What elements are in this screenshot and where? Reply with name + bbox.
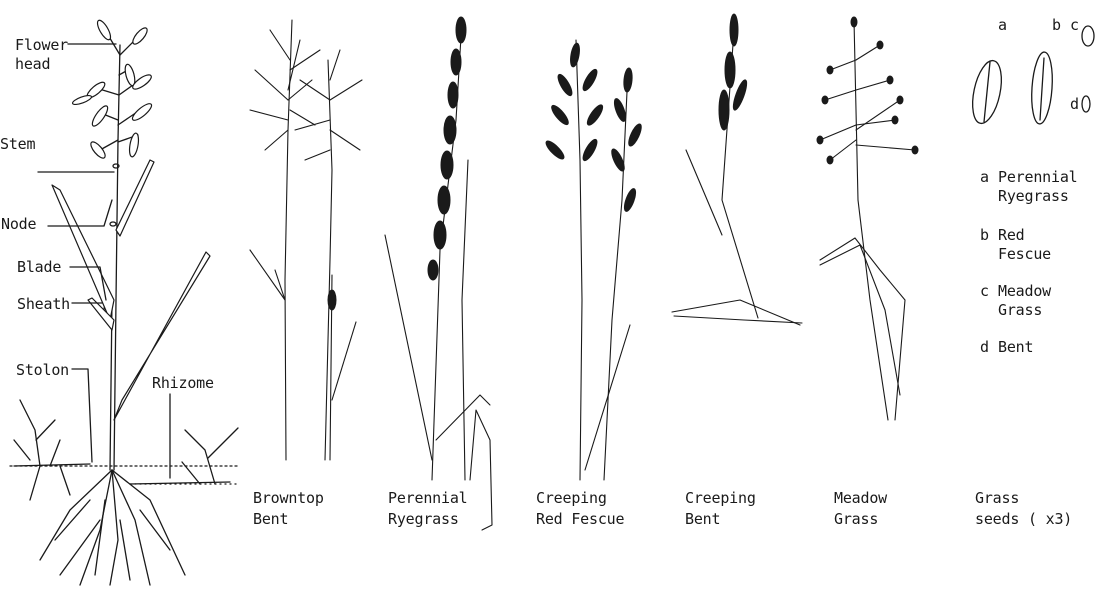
legend-name: Meadow Grass: [998, 282, 1051, 320]
meadow-grass-plant: [820, 20, 915, 420]
legend-item: a Perennial Ryegrass: [980, 168, 1096, 226]
label-node: Node: [1, 215, 36, 234]
label-rhizome: Rhizome: [152, 374, 214, 393]
perennial-ryegrass-plant: [330, 20, 492, 530]
seed-tag-b: b: [1052, 16, 1061, 35]
legend-name: Bent: [998, 338, 1033, 357]
caption-meadow-grass: Meadow Grass: [834, 488, 887, 530]
legend-item: d Bent: [980, 338, 1096, 368]
seed-tag-d: d: [1070, 95, 1079, 114]
legend-key: a: [980, 168, 989, 187]
seed-legend: a Perennial Ryegrass b Red Fescue c Mead…: [980, 168, 1096, 368]
legend-item: c Meadow Grass: [980, 282, 1096, 338]
browntop-bent-plant: [250, 20, 362, 460]
label-stolon: Stolon: [16, 361, 69, 380]
label-flower-head: Flower head: [15, 36, 68, 74]
legend-key: c: [980, 282, 989, 301]
label-blade: Blade: [17, 258, 61, 277]
caption-creeping-red-fescue: Creeping Red Fescue: [536, 488, 624, 530]
ryegrass-spike: [328, 17, 466, 310]
bent-panicle: [719, 14, 749, 130]
legend-name: Red Fescue: [998, 226, 1051, 264]
creeping-bent-plant: [672, 30, 802, 325]
legend-name: Perennial Ryegrass: [998, 168, 1077, 206]
legend-key: b: [980, 226, 989, 245]
label-stem: Stem: [0, 135, 35, 154]
meadow-spikelets: [817, 17, 918, 164]
legend-item: b Red Fescue: [980, 226, 1096, 282]
seed-d-icon: [1082, 96, 1090, 112]
seed-c-icon: [1082, 26, 1094, 46]
fescue-panicle: [544, 42, 644, 212]
seed-tag-a: a: [998, 16, 1007, 35]
caption-creeping-bent: Creeping Bent: [685, 488, 756, 530]
label-sheath: Sheath: [17, 295, 70, 314]
caption-grass-seeds: Grass seeds ( x3): [975, 488, 1072, 530]
legend-key: d: [980, 338, 989, 357]
caption-browntop-bent: Browntop Bent: [253, 488, 324, 530]
caption-perennial-ryegrass: Perennial Ryegrass: [388, 488, 467, 530]
seed-tag-c: c: [1070, 16, 1079, 35]
